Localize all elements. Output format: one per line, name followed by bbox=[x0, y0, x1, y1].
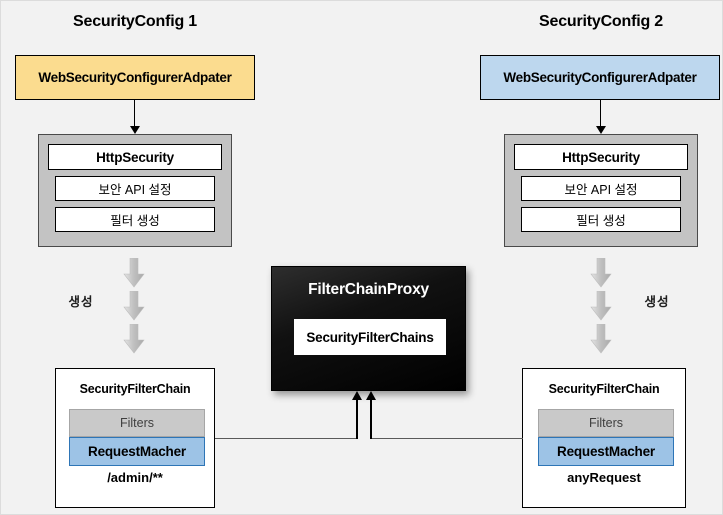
filters-label: Filters bbox=[588, 416, 624, 430]
httpsecurity-row-filter-creation-1[interactable]: 필터 생성 bbox=[55, 207, 215, 232]
block-arrow-down-2a bbox=[590, 258, 612, 288]
securityfilterchain-card-1: SecurityFilterChain Filters RequestMache… bbox=[55, 368, 215, 508]
connector-line-adapter-to-httpsecurity-1 bbox=[134, 100, 135, 129]
connector-arrowhead-down-1 bbox=[130, 126, 140, 134]
securityfilterchains-label: SecurityFilterChains bbox=[306, 329, 434, 345]
httpsecurity-header-1[interactable]: HttpSecurity bbox=[48, 144, 222, 170]
adapter-label: WebSecurityConfigurerAdpater bbox=[503, 70, 697, 85]
requestmatcher-label: RequestMacher bbox=[557, 444, 655, 459]
httpsecurity-header-label: HttpSecurity bbox=[562, 149, 640, 165]
httpsecurity-container-2: HttpSecurity 보안 API 설정 필터 생성 bbox=[504, 134, 698, 247]
securityfilterchain-title-1: SecurityFilterChain bbox=[79, 382, 191, 396]
httpsecurity-row-api-settings-1[interactable]: 보안 API 설정 bbox=[55, 176, 215, 201]
block-arrow-down-1c bbox=[123, 324, 145, 354]
filterchainproxy-box[interactable]: FilterChainProxy SecurityFilterChains bbox=[271, 266, 466, 391]
connector-line-chain2-vertical bbox=[370, 399, 372, 439]
block-arrow-down-1b bbox=[123, 291, 145, 321]
requestmatcher-box-2[interactable]: RequestMacher bbox=[538, 437, 674, 466]
httpsecurity-row-label: 필터 생성 bbox=[110, 214, 160, 228]
requestmatcher-label: RequestMacher bbox=[88, 444, 186, 459]
httpsecurity-row-filter-creation-2[interactable]: 필터 생성 bbox=[521, 207, 681, 232]
filters-label: Filters bbox=[119, 416, 155, 430]
httpsecurity-header-label: HttpSecurity bbox=[96, 149, 174, 165]
securityfilterchain-title-2: SecurityFilterChain bbox=[548, 382, 660, 396]
httpsecurity-row-label: 보안 API 설정 bbox=[98, 183, 172, 197]
connector-arrowhead-up-chain2 bbox=[366, 391, 376, 400]
securityfilterchain-card-2: SecurityFilterChain Filters RequestMache… bbox=[522, 368, 686, 508]
connector-line-adapter-to-httpsecurity-2 bbox=[600, 100, 601, 129]
connector-line-chain1-horizontal bbox=[215, 438, 357, 439]
block-arrow-down-2c bbox=[590, 324, 612, 354]
httpsecurity-container-1: HttpSecurity 보안 API 설정 필터 생성 bbox=[38, 134, 232, 247]
httpsecurity-row-label: 필터 생성 bbox=[576, 214, 626, 228]
generate-label-2: 생성 bbox=[644, 295, 670, 309]
column-title-securityconfig-1: SecurityConfig 1 bbox=[73, 13, 197, 30]
adapter-box-securityconfig-1[interactable]: WebSecurityConfigurerAdpater bbox=[15, 55, 255, 100]
column-title-securityconfig-2: SecurityConfig 2 bbox=[539, 13, 663, 30]
adapter-label: WebSecurityConfigurerAdpater bbox=[38, 70, 232, 85]
connector-line-chain1-vertical bbox=[356, 399, 358, 439]
httpsecurity-row-api-settings-2[interactable]: 보안 API 설정 bbox=[521, 176, 681, 201]
connector-arrowhead-up-chain1 bbox=[352, 391, 362, 400]
filterchainproxy-title: FilterChainProxy bbox=[308, 281, 429, 298]
securityfilterchains-box[interactable]: SecurityFilterChains bbox=[294, 319, 446, 355]
generate-label-1: 생성 bbox=[68, 295, 94, 309]
adapter-box-securityconfig-2[interactable]: WebSecurityConfigurerAdpater bbox=[480, 55, 720, 100]
connector-line-chain2-horizontal bbox=[370, 438, 523, 439]
block-arrow-down-2b bbox=[590, 291, 612, 321]
httpsecurity-header-2[interactable]: HttpSecurity bbox=[514, 144, 688, 170]
requestmatcher-box-1[interactable]: RequestMacher bbox=[69, 437, 205, 466]
httpsecurity-row-label: 보안 API 설정 bbox=[564, 183, 638, 197]
requestmatcher-pattern-1: /admin/** bbox=[107, 470, 163, 485]
connector-arrowhead-down-2 bbox=[596, 126, 606, 134]
filters-box-1[interactable]: Filters bbox=[69, 409, 205, 437]
block-arrow-down-1a bbox=[123, 258, 145, 288]
requestmatcher-pattern-2: anyRequest bbox=[567, 470, 641, 485]
filters-box-2[interactable]: Filters bbox=[538, 409, 674, 437]
